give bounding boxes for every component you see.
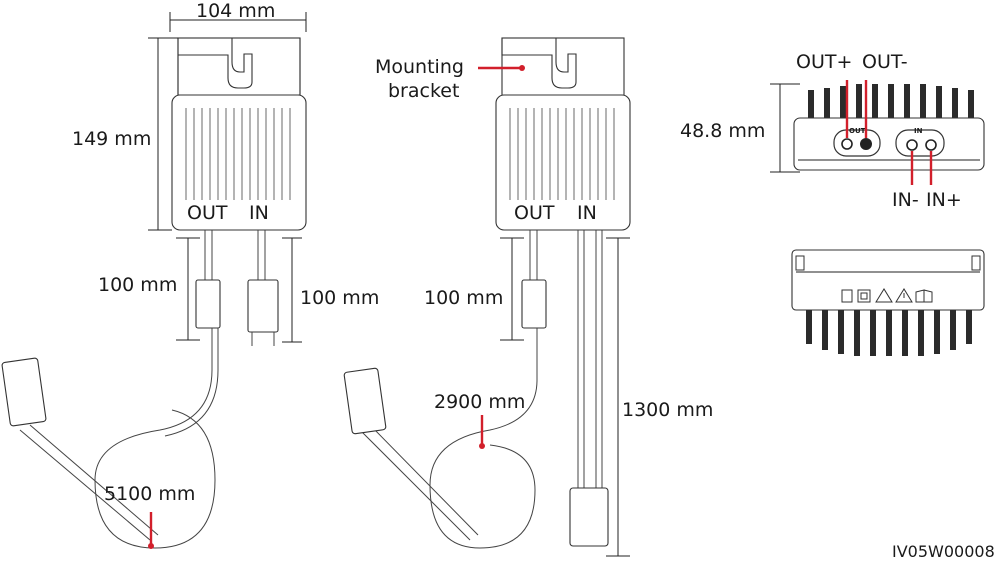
left-optimizer: OUT IN 5100 mm 104 mm 149 mm: [1, 0, 379, 549]
left-out-connector: [195, 279, 221, 329]
side-out-port-label: OUT: [849, 127, 866, 135]
weee-icon: [841, 289, 853, 303]
in-minus-label: IN-: [892, 189, 919, 211]
width-dimension-label: 104 mm: [196, 0, 275, 22]
rear-view: [791, 249, 985, 356]
middle-optimizer: OUT IN Mounting bracket 2900 mm 10: [343, 37, 713, 557]
middle-mounting-bracket: [501, 37, 577, 89]
left-output-cable: [94, 328, 216, 549]
middle-body-fins: [509, 108, 615, 200]
left-in-cable-dim-label: 100 mm: [300, 287, 379, 309]
side-view-ports: OUT IN OUT+ OUT- IN- IN+ 48.8 mm: [680, 51, 985, 211]
rear-view-bottom-fins: [806, 310, 972, 356]
in-minus-port: [906, 139, 918, 151]
middle-out-connector: [521, 279, 547, 329]
out-plus-label: OUT+: [796, 51, 852, 73]
warning-icon: [895, 288, 913, 303]
hot-surface-warning-icon: [875, 288, 893, 303]
side-view-top-fins: [808, 84, 974, 120]
left-out-label: OUT: [187, 202, 228, 224]
figure-id-label: IV05W00008: [892, 542, 995, 561]
double-insulation-icon: [857, 289, 871, 303]
mounting-bracket-label-line1: Mounting: [375, 56, 464, 78]
middle-loop-length-label: 2900 mm: [434, 391, 525, 413]
left-loop-length-label: 5100 mm: [104, 483, 195, 505]
side-view-body: [793, 117, 985, 171]
middle-output-cable: [429, 328, 538, 549]
rear-view-body: [791, 249, 985, 311]
left-in-connector: [247, 279, 279, 333]
thickness-dimension-label: 48.8 mm: [680, 120, 765, 142]
middle-in-label: IN: [577, 202, 597, 224]
out-minus-port: [860, 138, 872, 150]
left-mounting-bracket: [177, 37, 301, 96]
middle-in-connector: [569, 487, 609, 547]
out-minus-label: OUT-: [862, 51, 908, 73]
in-plus-port: [925, 139, 937, 151]
middle-out-cable-dim-label: 100 mm: [424, 287, 503, 309]
side-in-port-label: IN: [914, 127, 923, 135]
left-out-cable-dim-label: 100 mm: [98, 274, 177, 296]
left-end-connector: [1, 357, 47, 427]
middle-optimizer-body: [495, 94, 631, 231]
height-dimension-label: 149 mm: [72, 128, 151, 150]
left-cable-stubs: [204, 230, 266, 280]
middle-in-cable-dim-label: 1300 mm: [622, 399, 713, 421]
in-plus-label: IN+: [926, 189, 962, 211]
mounting-bracket-label-line2: bracket: [388, 80, 459, 102]
rear-view-symbols: [841, 288, 933, 303]
middle-out-label: OUT: [514, 202, 555, 224]
manual-icon: [915, 289, 933, 303]
middle-in-cables: [577, 230, 603, 488]
out-plus-port: [841, 138, 853, 150]
left-in-label: IN: [249, 202, 269, 224]
left-body-fins: [185, 108, 291, 200]
left-optimizer-body: [171, 94, 307, 231]
middle-end-connector: [343, 367, 387, 435]
